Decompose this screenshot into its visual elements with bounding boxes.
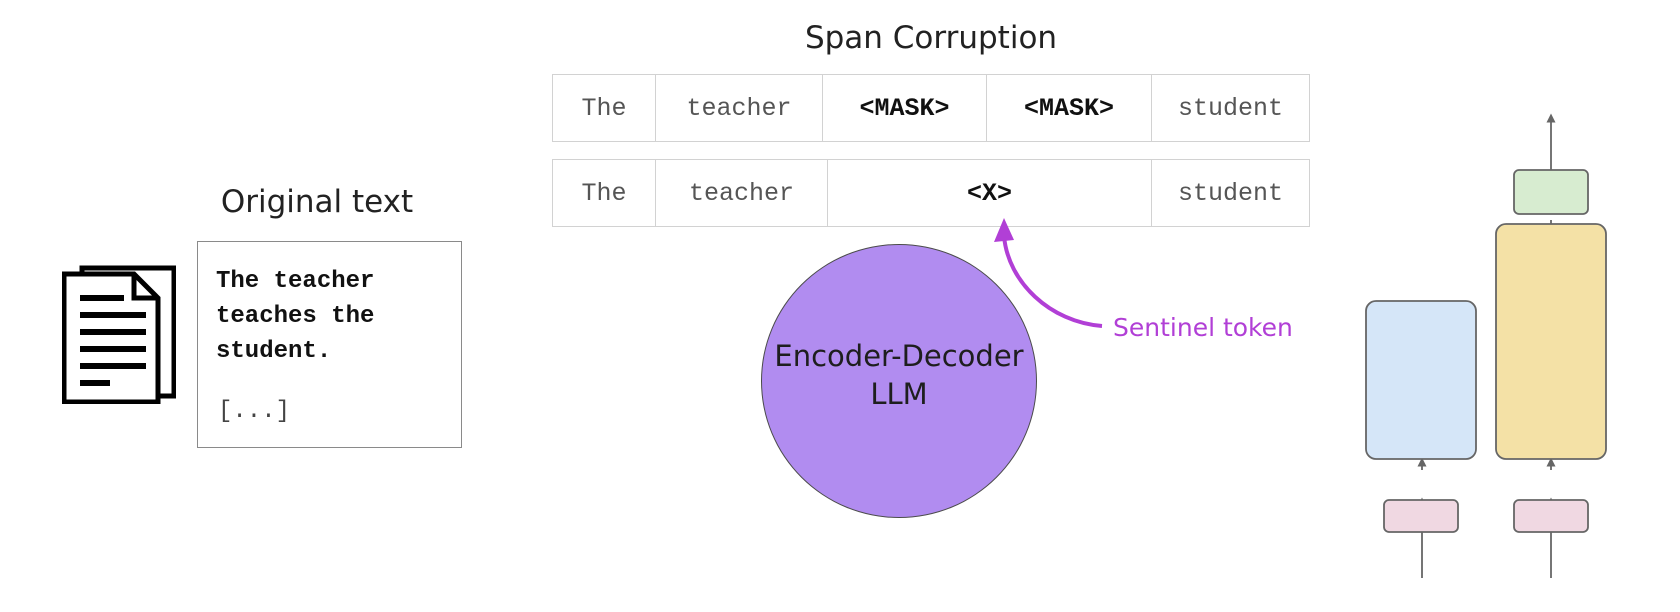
encoder-embedding-block <box>1383 499 1459 533</box>
llm-label-line1: Encoder-Decoder <box>774 339 1024 373</box>
encoder-decoder-llm-circle: Encoder-Decoder LLM <box>761 244 1037 518</box>
token-cell: teacher <box>656 160 828 226</box>
mask-token-cell: <MASK> <box>987 75 1152 141</box>
span-corruption-title: Span Corruption <box>804 20 1058 56</box>
transformer-diagram <box>1365 113 1607 578</box>
encoder-block <box>1365 300 1477 460</box>
token-cell: The <box>553 160 656 226</box>
sentinel-arrow-icon <box>994 218 1103 328</box>
sentinel-token-label: Sentinel token <box>1113 313 1293 342</box>
original-text-box: The teacher teaches the student. [...] <box>197 241 462 448</box>
decoder-block <box>1495 223 1607 460</box>
token-cell: student <box>1177 93 1284 123</box>
masked-token-row: The teacher <MASK> <MASK> student <box>552 74 1310 142</box>
token-cell: The <box>553 75 656 141</box>
sentinel-token-cell: <X> <box>828 160 1152 226</box>
decoder-embedding-block <box>1513 499 1589 533</box>
token-cell: student <box>1177 178 1284 208</box>
original-text-ellipsis: [...] <box>218 398 291 425</box>
mask-token-cell: <MASK> <box>823 75 987 141</box>
document-stack-icon <box>62 265 176 404</box>
llm-label-line2: LLM <box>870 377 928 411</box>
original-text-content: The teacher teaches the student. <box>216 268 375 365</box>
output-layer-block <box>1513 169 1589 215</box>
sentinel-token-row: The teacher <X> student <box>552 159 1310 227</box>
token-cell: teacher <box>656 75 823 141</box>
original-text-title: Original text <box>220 184 414 220</box>
